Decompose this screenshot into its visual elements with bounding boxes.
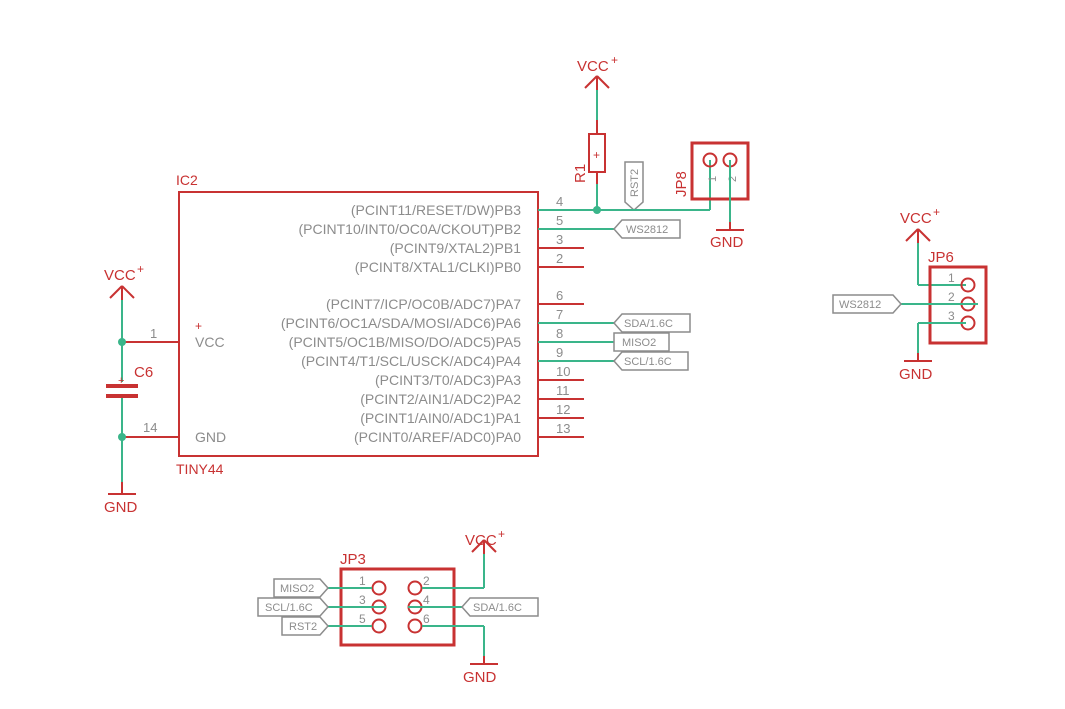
vcc-plus-left: + bbox=[137, 262, 144, 276]
vcc-symbol-jp6[interactable]: VCC + bbox=[900, 205, 940, 243]
net-label-scl-jp3[interactable]: SCL/1.6C bbox=[257, 597, 330, 617]
jp6-pin2-num: 2 bbox=[948, 290, 955, 304]
jp6-name: JP6 bbox=[928, 249, 954, 266]
ic2-pin-label: (PCINT2/AIN1/ADC2)PA2 bbox=[360, 391, 521, 407]
vcc-symbol-left[interactable]: VCC + bbox=[104, 262, 144, 342]
ic2-pin-label: (PCINT8/XTAL1/CLKI)PB0 bbox=[355, 259, 521, 275]
scl-ic-text: SCL/1.6C bbox=[624, 356, 672, 368]
jp3-pin4-num: 4 bbox=[423, 593, 430, 607]
ic2-pin-number: 9 bbox=[556, 345, 563, 360]
ic2-pin-label: (PCINT1/AIN0/ADC1)PA1 bbox=[360, 410, 521, 426]
vcc-label-left: VCC bbox=[104, 267, 136, 284]
gnd-symbol-jp8[interactable]: GND bbox=[710, 222, 744, 251]
ic2-right-pins: (PCINT11/RESET/DW)PB3 4 (PCINT10/INT0/OC0A… bbox=[281, 194, 584, 445]
c6-plus-mark: + bbox=[118, 375, 124, 387]
ic2-pin-label: (PCINT4/T1/SCL/USCK/ADC4)PA4 bbox=[301, 353, 521, 369]
net-label-miso-ic[interactable]: MISO2 bbox=[613, 332, 670, 352]
ic2-gnd-pin-num: 14 bbox=[143, 420, 157, 435]
net-label-ws2812-jp6[interactable]: WS2812 bbox=[832, 294, 903, 314]
gnd-label-jp8: GND bbox=[710, 234, 744, 251]
ic2-name: IC2 bbox=[176, 172, 198, 188]
jp3-pin6-num: 6 bbox=[423, 612, 430, 626]
ic2-pin-label: (PCINT5/OC1B/MISO/DO/ADC5)PA5 bbox=[289, 334, 522, 350]
vcc-plus-top: + bbox=[611, 53, 618, 67]
jp6-pin1-num: 1 bbox=[948, 271, 955, 285]
jp8-name: JP8 bbox=[673, 171, 690, 197]
ic2-pin-number: 6 bbox=[556, 288, 563, 303]
jp8-pin2-num: 2 bbox=[727, 176, 739, 182]
jp3-pin5-num: 5 bbox=[359, 612, 366, 626]
jp3-pin3-num: 3 bbox=[359, 593, 366, 607]
gnd-symbol-jp3[interactable]: GND bbox=[463, 656, 498, 686]
jp8-pin1-num: 1 bbox=[707, 176, 719, 182]
gnd-label-left: GND bbox=[104, 499, 138, 516]
ic2-pin-label: (PCINT0/AREF/ADC0)PA0 bbox=[354, 429, 521, 445]
ws2812-jp6-text: WS2812 bbox=[839, 299, 881, 311]
ic2-vcc-pin-label: VCC bbox=[195, 334, 225, 350]
ic2-pin-number: 4 bbox=[556, 194, 563, 209]
ic2-pin-number: 3 bbox=[556, 232, 563, 247]
sda-jp3-text: SDA/1.6C bbox=[473, 602, 522, 614]
header-jp8[interactable]: 1 2 JP8 bbox=[673, 141, 750, 201]
ic2-pin-label: (PCINT6/OC1A/SDA/MOSI/ADC6)PA6 bbox=[281, 315, 521, 331]
r1-plus-mark: + bbox=[593, 148, 600, 162]
ic2-pin-label: (PCINT11/RESET/DW)PB3 bbox=[351, 202, 521, 218]
gnd-label-jp6: GND bbox=[899, 366, 933, 383]
vcc-label-top: VCC bbox=[577, 58, 609, 75]
ws2812-ic-text: WS2812 bbox=[626, 224, 668, 236]
net-label-rst2-vertical[interactable]: RST2 bbox=[624, 161, 644, 212]
ic2-pin-number: 7 bbox=[556, 307, 563, 322]
ic2-value: TINY44 bbox=[176, 461, 224, 477]
c6-name: C6 bbox=[134, 364, 153, 381]
vcc-plus-jp3: + bbox=[498, 527, 505, 541]
gnd-label-jp3: GND bbox=[463, 669, 497, 686]
net-label-sda-jp3[interactable]: SDA/1.6C bbox=[460, 597, 539, 617]
vcc-symbol-jp3[interactable]: VCC + bbox=[465, 527, 505, 554]
vcc-label-jp3: VCC bbox=[465, 532, 497, 549]
ic2-vcc-pin-num: 1 bbox=[150, 326, 157, 341]
ic2-pin-label: (PCINT3/T0/ADC3)PA3 bbox=[375, 372, 521, 388]
header-jp3[interactable]: 1 2 3 4 5 6 JP3 bbox=[339, 551, 456, 647]
ic2-pin-number: 10 bbox=[556, 364, 570, 379]
scl-jp3-text: SCL/1.6C bbox=[265, 602, 313, 614]
resistor-r1[interactable]: + R1 bbox=[572, 120, 606, 184]
jp3-pin1-num: 1 bbox=[359, 574, 366, 588]
ic2-pin-number: 2 bbox=[556, 251, 563, 266]
ic2-pin-number: 8 bbox=[556, 326, 563, 341]
gnd-symbol-left[interactable]: GND bbox=[104, 482, 138, 516]
net-label-scl-ic[interactable]: SCL/1.6C bbox=[612, 351, 689, 371]
ic2-pin-label: (PCINT7/ICP/OC0B/ADC7)PA7 bbox=[326, 296, 521, 312]
ic2-symbol[interactable]: IC2 TINY44 + VCC GND 1 14 (PCINT11/RESET… bbox=[122, 172, 584, 477]
header-jp6[interactable]: 1 2 3 JP6 bbox=[928, 249, 988, 345]
jp3-name: JP3 bbox=[340, 551, 366, 568]
jp6-pin3-num: 3 bbox=[948, 309, 955, 323]
net-label-rst2-jp3[interactable]: RST2 bbox=[281, 616, 330, 636]
ic2-pin-label: (PCINT10/INT0/OC0A/CKOUT)PB2 bbox=[299, 221, 522, 237]
vcc-label-jp6: VCC bbox=[900, 210, 932, 227]
ic2-gnd-pin-label: GND bbox=[195, 429, 226, 445]
rst2-jp3-text: RST2 bbox=[289, 621, 317, 633]
vcc-plus-jp6: + bbox=[933, 205, 940, 219]
r1-name: R1 bbox=[572, 164, 589, 183]
ic2-pin-number: 11 bbox=[556, 383, 570, 398]
net-label-miso-jp3[interactable]: MISO2 bbox=[273, 578, 330, 598]
sda-ic-text: SDA/1.6C bbox=[624, 318, 673, 330]
miso-ic-text: MISO2 bbox=[622, 337, 656, 349]
capacitor-c6[interactable]: + C6 bbox=[106, 364, 153, 398]
vcc-symbol-top[interactable]: VCC + bbox=[577, 53, 618, 90]
ic2-pin-number: 5 bbox=[556, 213, 563, 228]
ic2-pin-number: 12 bbox=[556, 402, 570, 417]
net-label-sda-ic[interactable]: SDA/1.6C bbox=[612, 313, 691, 333]
jp3-pin2-num: 2 bbox=[423, 574, 430, 588]
gnd-symbol-jp6[interactable]: GND bbox=[899, 353, 933, 383]
rst2-label-text: RST2 bbox=[629, 169, 641, 197]
ic2-pin-label: (PCINT9/XTAL2)PB1 bbox=[390, 240, 521, 256]
ic2-plus-mark: + bbox=[195, 319, 202, 333]
miso-jp3-text: MISO2 bbox=[280, 583, 314, 595]
ic2-pin-number: 13 bbox=[556, 421, 570, 436]
net-label-ws2812-ic[interactable]: WS2812 bbox=[612, 219, 681, 239]
